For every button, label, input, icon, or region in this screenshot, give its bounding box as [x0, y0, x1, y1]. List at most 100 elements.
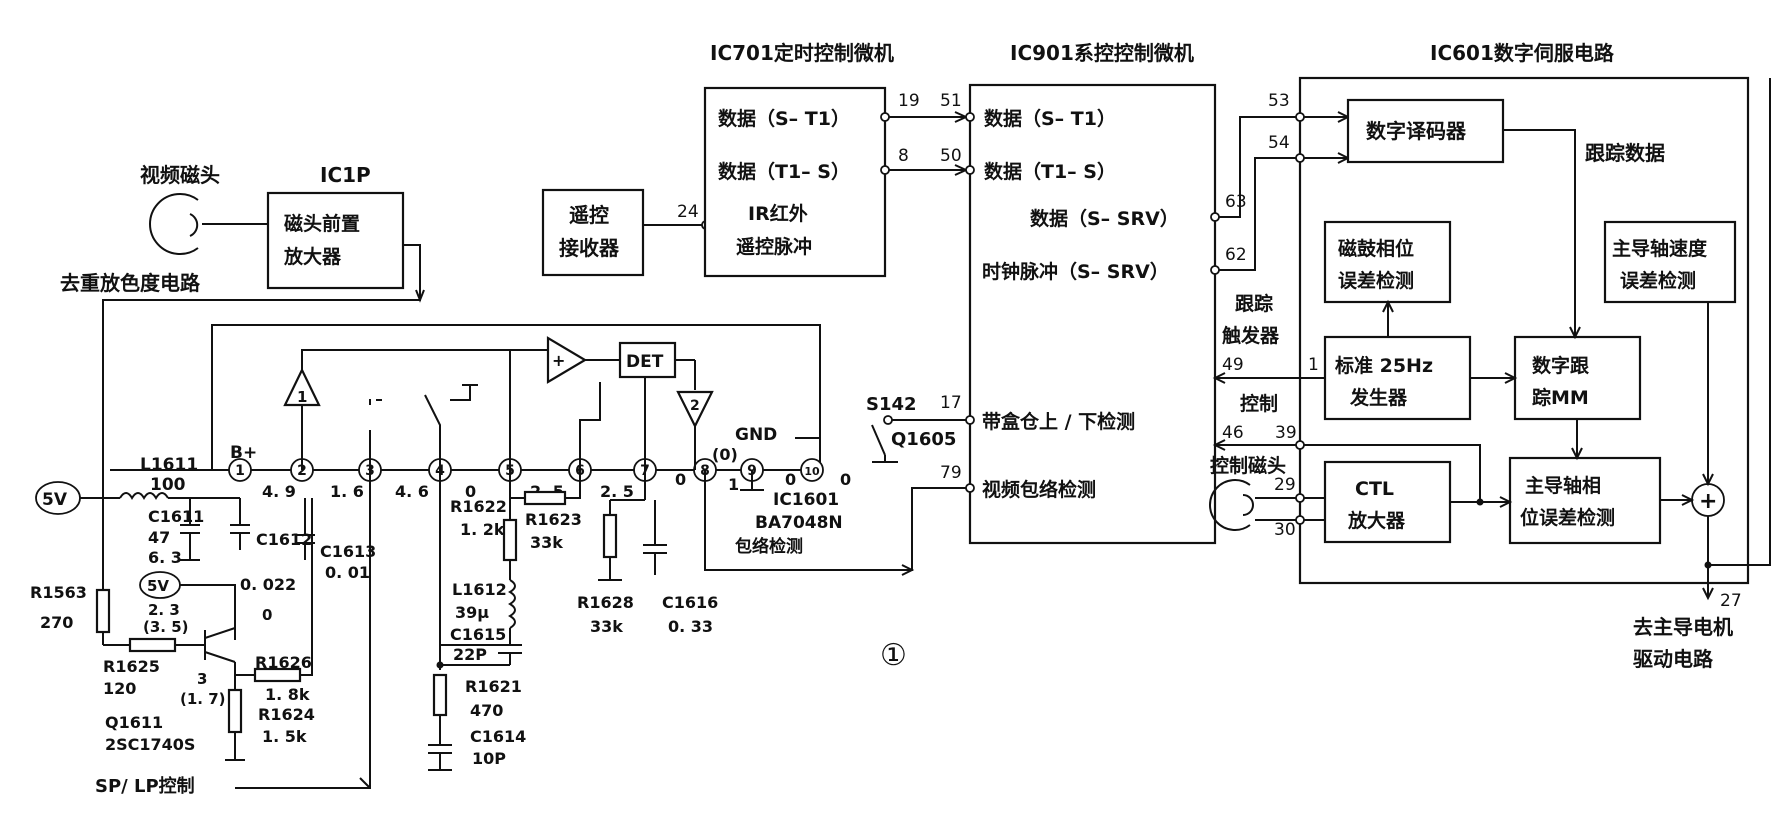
c1614-label: C1614: [470, 727, 526, 746]
b-plus-label: B+: [230, 443, 257, 463]
v-pin9-10: 0: [785, 470, 796, 489]
v-pin10: 0: [840, 470, 851, 489]
r1622-label: R1622: [450, 497, 507, 516]
ic1p-label: IC1P: [320, 163, 371, 187]
ctl-l2: 放大器: [1347, 509, 1406, 532]
r1626-label: R1626: [255, 653, 312, 672]
control-head-label: 控制磁头: [1210, 454, 1286, 477]
comparator-amp: [546, 336, 588, 384]
remote-section: 遥控 接收器 24: [541, 188, 711, 277]
to-motor-l1: 去主导电机: [1633, 615, 1733, 639]
r1621-label: R1621: [465, 677, 522, 696]
c1614-value: 10P: [472, 749, 506, 768]
remote-l1: 遥控: [569, 203, 609, 227]
pin-50: 50: [940, 146, 962, 166]
ic901-data-t1-s: 数据（T1– S）: [984, 160, 1116, 183]
svg-text:0: 0: [262, 606, 272, 624]
ic901-title: IC901系控控制微机: [1010, 41, 1194, 65]
pin-39: 39: [1275, 423, 1297, 443]
l1612-label: L1612: [452, 580, 507, 599]
deemph-label: 去重放色度电路: [60, 271, 201, 295]
c1616-label: C1616: [662, 593, 718, 612]
ic1601-function: 包络检测: [735, 536, 803, 557]
c1615-label: C1615: [450, 625, 506, 644]
pin-51: 51: [940, 91, 962, 111]
trk-trig-l2: 触发器: [1222, 324, 1280, 347]
ctl-l1: CTL: [1355, 478, 1394, 500]
trk-trig-l1: 跟踪: [1235, 292, 1273, 315]
v-pin8: (0): [712, 445, 738, 464]
pin-62: 62: [1225, 245, 1247, 265]
v-pin9: 1: [728, 475, 739, 494]
svg-text:(3. 5): (3. 5): [143, 618, 189, 636]
pin-46: 46: [1222, 423, 1244, 443]
pin-54: 54: [1268, 133, 1290, 153]
l1611-coil: [119, 492, 169, 500]
head-preamp-l1: 磁头前置: [284, 212, 360, 235]
head-preamp-box: [266, 191, 405, 290]
q1611-type: 2SC1740S: [105, 735, 195, 754]
ic1601-pin-label: 10: [804, 465, 820, 478]
pin-27: 27: [1720, 591, 1742, 611]
capstan-phase-l1: 主导轴相: [1525, 474, 1601, 497]
v-pin2-3: 1. 6: [330, 482, 364, 501]
cassette-detect: 带盒仓上 / 下检测: [982, 410, 1135, 433]
remote-receiver-box: [541, 188, 645, 277]
sp-lp-label: SP/ LP控制: [95, 775, 195, 797]
clk-s-srv: 时钟脉冲（S– SRV）: [982, 260, 1169, 283]
ic701-section: IC701定时控制微机 数据（S– T1） 数据（T1– S） IR红外 遥控脉…: [703, 41, 969, 278]
l1612-value: 39μ: [455, 603, 489, 622]
svg-text:2: 2: [690, 398, 700, 414]
v-pin4-5: 0: [465, 482, 476, 501]
r1623-resistor: [523, 490, 567, 506]
r1628-resistor: [602, 513, 618, 559]
pin-19: 19: [898, 91, 920, 111]
ic1601-outline: [211, 324, 821, 470]
q1605-label: Q1605: [891, 429, 956, 450]
v-pin6-7: 2. 5: [600, 482, 634, 501]
pin-49: 49: [1222, 355, 1244, 375]
c1611-value1: 47: [148, 528, 170, 547]
v-pin3-4: 4. 6: [395, 482, 429, 501]
r1624-value: 1. 5k: [262, 727, 307, 746]
ic1601-pin-1: 1: [228, 458, 252, 482]
l1611-label: L1611: [140, 455, 198, 475]
ic1601-pin-label: 1: [235, 463, 245, 479]
r1625-label: R1625: [103, 657, 160, 676]
v-pin1-2: 4. 9: [262, 482, 296, 501]
c1615-value: 22P: [453, 645, 487, 664]
r1563-value: 270: [40, 613, 73, 632]
l1611-value: 100: [150, 475, 186, 495]
pin-1: 1: [1308, 355, 1319, 375]
video-env-detect: 视频包络检测: [982, 478, 1096, 501]
ic901-box: [968, 83, 1217, 545]
c1616-value: 0. 33: [668, 617, 713, 636]
det-label: DET: [626, 352, 664, 372]
r1623-value: 33k: [530, 533, 563, 552]
c1612-label: C1612: [256, 530, 312, 549]
capstan-speed-box: [1603, 220, 1737, 304]
digital-track-mm-box: [1513, 335, 1642, 421]
r1622-value: 1. 2k: [460, 520, 505, 539]
video-head-label: 视频磁头: [140, 163, 220, 187]
ic601-section: IC601数字伺服电路 53 54 数字译码器 跟踪数据 磁鼓相位 误差检测 主…: [1209, 41, 1771, 671]
svg-text:(1. 7): (1. 7): [180, 690, 226, 708]
figure-number: ①: [880, 638, 907, 673]
ic701-data-s-t1: 数据（S– T1）: [718, 107, 850, 130]
capstan-speed-l1: 主导轴速度: [1612, 237, 1708, 260]
std25-l1: 标准 25Hz: [1335, 355, 1433, 377]
c1613-label: C1613: [320, 542, 376, 561]
ic1601-type: BA7048N: [755, 513, 843, 533]
dtrack-l2: 踪MM: [1532, 386, 1589, 409]
r1624-resistor: [227, 688, 243, 734]
ir-l2: 遥控脉冲: [736, 235, 812, 258]
pin-53: 53: [1268, 91, 1290, 111]
control-label: 控制: [1240, 392, 1278, 415]
ic701-title: IC701定时控制微机: [710, 41, 894, 65]
pin-29: 29: [1274, 475, 1296, 495]
capstan-phase-l2: 位误差检测: [1520, 506, 1615, 529]
pin-17: 17: [940, 393, 962, 413]
r1622-resistor: [502, 518, 518, 562]
